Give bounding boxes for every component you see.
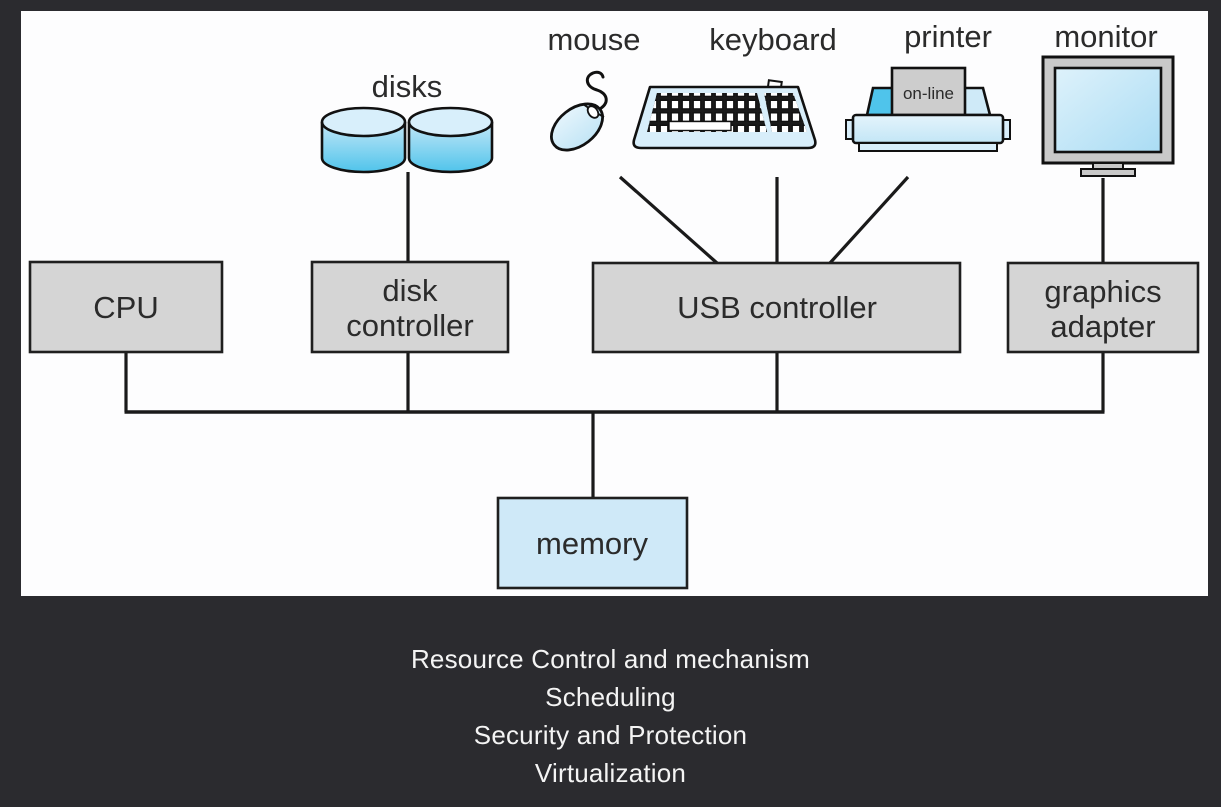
disks-icon — [320, 106, 494, 174]
disk-controller-label-line2: controller — [346, 308, 474, 343]
keyboard-icon — [632, 79, 817, 150]
cpu-box: CPU — [28, 260, 224, 354]
caption-line: Scheduling — [545, 682, 676, 712]
usb-controller-box: USB controller — [591, 261, 962, 354]
graphics-adapter-label-line1: graphics — [1044, 274, 1161, 309]
diagram-canvas: on-line disks mouse keyboard printer mon… — [21, 11, 1208, 596]
device-label-mouse: mouse — [547, 22, 640, 57]
usb-controller-label: USB controller — [677, 290, 877, 325]
caption-line: Security and Protection — [473, 720, 748, 750]
device-label-keyboard: keyboard — [709, 22, 837, 57]
printer-connector-line — [828, 175, 910, 265]
memory-box: memory — [496, 496, 689, 590]
disk-controller-box: disk controller — [310, 260, 510, 354]
device-label-disks: disks — [372, 69, 443, 104]
memory-label: memory — [536, 526, 648, 561]
caption-line: Resource Control and mechanism — [410, 644, 811, 674]
connector-lines — [124, 172, 1105, 498]
device-label-monitor: monitor — [1054, 19, 1157, 54]
system-diagram: on-line disks mouse keyboard printer mon… — [28, 19, 1200, 590]
graphics-adapter-label-line2: adapter — [1050, 309, 1155, 344]
printer-icon: on-line — [845, 66, 1011, 152]
graphics-adapter-box: graphics adapter — [1006, 261, 1200, 354]
monitor-icon — [1041, 55, 1175, 177]
caption-line: Virtualization — [534, 758, 687, 788]
printer-status-label: on-line — [903, 84, 954, 103]
mouse-icon — [550, 70, 608, 152]
caption: Resource Control and mechanism Schedulin… — [0, 640, 1221, 792]
device-label-printer: printer — [904, 19, 992, 54]
disk-controller-label-line1: disk — [382, 273, 438, 308]
mouse-connector-line — [618, 175, 719, 265]
cpu-label: CPU — [93, 290, 158, 325]
